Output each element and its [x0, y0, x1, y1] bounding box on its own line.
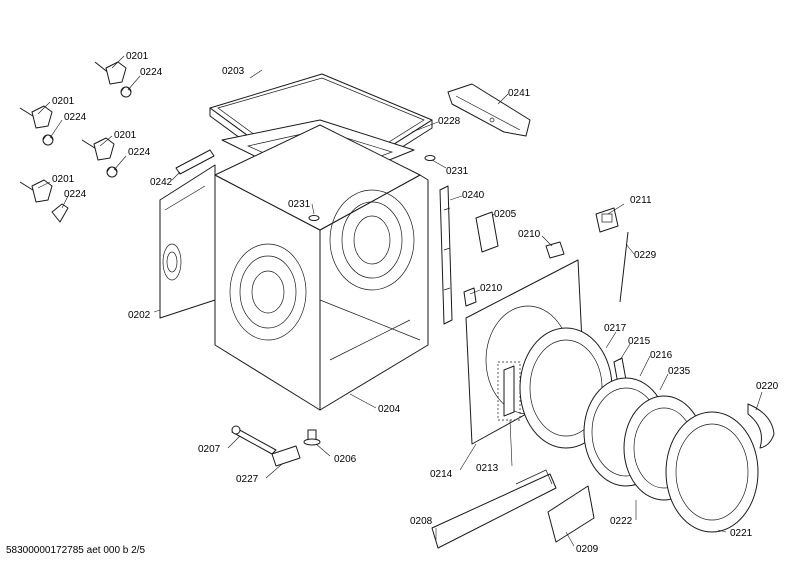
label-0224-c: 0224: [128, 147, 151, 158]
latch-0210-b: [463, 287, 477, 307]
label-0224-d: 0224: [64, 189, 87, 200]
drawing-number: 58300000172785 aet 000 b 2/5: [6, 545, 145, 556]
label-0240: 0240: [462, 190, 485, 201]
part-labels: 0201 0224 0201 0224 0201 0224 0201 0224 …: [52, 51, 779, 555]
plate-0227: [271, 445, 301, 467]
label-0228: 0228: [438, 116, 461, 127]
switch-0211: [595, 207, 619, 233]
label-0210-a: 0210: [518, 229, 541, 240]
clip-0231-b: [308, 215, 320, 221]
screw-bracket-set-4: [19, 179, 69, 223]
label-0203: 0203: [222, 66, 245, 77]
label-0231-b: 0231: [288, 199, 311, 210]
top-rail-part: [447, 83, 531, 137]
label-0201-a: 0201: [126, 51, 149, 62]
label-0214: 0214: [430, 469, 453, 480]
label-0229: 0229: [634, 250, 657, 261]
label-0235: 0235: [668, 366, 691, 377]
label-0204: 0204: [378, 404, 401, 415]
label-0210-b: 0210: [480, 283, 503, 294]
label-0201-d: 0201: [52, 174, 75, 185]
label-0241: 0241: [508, 88, 531, 99]
label-0221: 0221: [730, 528, 753, 539]
label-0202: 0202: [128, 310, 151, 321]
label-0227: 0227: [236, 474, 259, 485]
label-0224-b: 0224: [64, 112, 87, 123]
label-0207: 0207: [198, 444, 221, 455]
bracket-0242: [175, 149, 215, 175]
flap-0209: [547, 485, 595, 543]
bracket-0205: [475, 211, 499, 253]
screw-bracket-set-2: [19, 105, 54, 146]
rod-0229: [619, 231, 629, 303]
screw-bracket-set-3: [81, 137, 118, 178]
wrench-0207: [231, 425, 277, 455]
handle-0220: [747, 403, 775, 449]
label-0231-a: 0231: [446, 166, 469, 177]
label-0209: 0209: [576, 544, 599, 555]
plinth-0208: [431, 469, 557, 549]
label-0217: 0217: [604, 323, 627, 334]
label-0201-b: 0201: [52, 96, 75, 107]
cabinet-body-part: [214, 124, 429, 411]
foot-0206: [303, 429, 321, 446]
label-0201-c: 0201: [114, 130, 137, 141]
vertical-bracket-part: [439, 185, 453, 325]
label-0213: 0213: [476, 463, 499, 474]
label-0208: 0208: [410, 516, 433, 527]
label-0242: 0242: [150, 177, 173, 188]
label-0206: 0206: [334, 454, 357, 465]
label-0215: 0215: [628, 336, 651, 347]
label-0224-a: 0224: [140, 67, 163, 78]
label-0220: 0220: [756, 381, 779, 392]
label-0216: 0216: [650, 350, 673, 361]
label-0205: 0205: [494, 209, 517, 220]
door-ring-0221: [665, 411, 759, 533]
clip-0231-a: [424, 155, 436, 161]
latch-0210: [545, 241, 565, 259]
label-0211: 0211: [630, 195, 652, 206]
leader-lines: [37, 55, 763, 547]
label-0222: 0222: [610, 516, 633, 527]
